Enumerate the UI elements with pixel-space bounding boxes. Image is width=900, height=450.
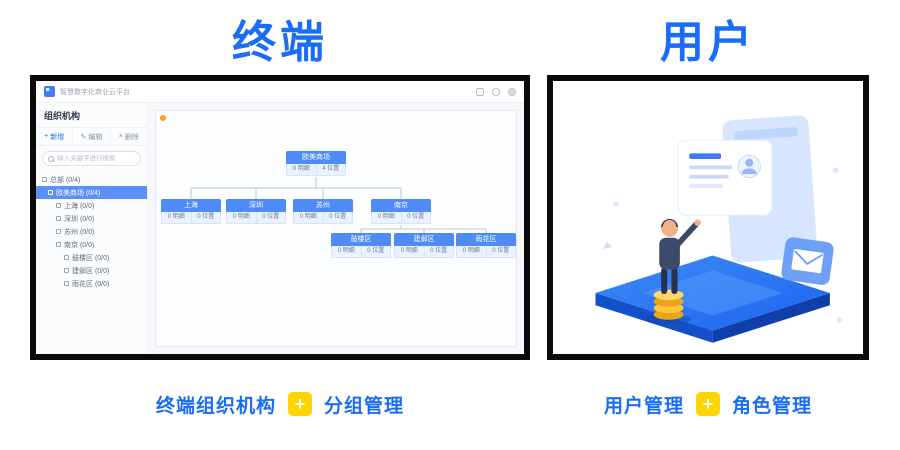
notification-icon[interactable]: [492, 87, 500, 96]
profile-card-title-bar: [689, 152, 722, 159]
app-topbar: 智慧数字化商业云平台: [36, 81, 524, 103]
decor-dot: [836, 316, 843, 323]
org-icon: [42, 177, 47, 182]
tree-item[interactable]: 总部 (0/4): [36, 173, 147, 186]
org-tree: 总部 (0/4) 欧美商场 (0/4) 上海 (0/0) 深圳 (0/0) 苏州…: [36, 171, 147, 292]
left-caption-a: 终端组织机构: [155, 395, 276, 417]
tree-item[interactable]: 深圳 (0/0): [36, 212, 147, 225]
decor-dot: [832, 166, 839, 173]
app-logo-icon: [44, 86, 55, 97]
decor-dot: [613, 200, 619, 207]
org-sidebar: 组织机构 + 新增 ✎ 编辑 × 删除: [36, 103, 148, 354]
tree-item[interactable]: 苏州 (0/0): [36, 225, 147, 238]
tree-search: [42, 151, 141, 166]
sidebar-toolbar: + 新增 ✎ 编辑 × 删除: [36, 128, 147, 146]
org-icon: [64, 268, 69, 273]
edit-icon: ✎: [80, 133, 87, 141]
app-title: 智慧数字化商业云平台: [60, 88, 130, 96]
right-caption: 用户管理 + 角色管理: [547, 388, 869, 420]
left-caption-b: 分组管理: [324, 395, 405, 417]
search-input[interactable]: [57, 155, 135, 162]
search-icon: [48, 155, 54, 162]
tree-item[interactable]: 南京 (0/0): [36, 238, 147, 251]
person-figure: [659, 218, 701, 294]
decor-triangle: [603, 240, 613, 249]
canvas-marker-icon: [160, 115, 166, 121]
user-avatar-icon[interactable]: [508, 87, 516, 96]
right-caption-a: 用户管理: [603, 395, 684, 417]
org-icon: [64, 281, 69, 286]
org-icon: [48, 190, 53, 195]
add-button[interactable]: + 新增: [36, 128, 74, 145]
add-icon: +: [44, 133, 49, 140]
org-icon: [56, 203, 61, 208]
org-chart-connectors: [190, 177, 487, 233]
tree-item[interactable]: 鼓楼区 (0/0): [36, 251, 147, 264]
fullscreen-icon[interactable]: [476, 87, 484, 96]
left-section-title: 终端: [232, 18, 328, 67]
tree-item[interactable]: 建邺区 (0/0): [36, 264, 147, 277]
platform-top: [595, 255, 830, 330]
org-icon: [56, 216, 61, 221]
tree-item-selected[interactable]: 欧美商场 (0/4): [36, 186, 147, 199]
user-management-illustration: [595, 114, 843, 343]
right-caption-b: 角色管理: [732, 395, 813, 417]
left-caption: 终端组织机构 + 分组管理: [30, 388, 530, 420]
delete-button[interactable]: × 删除: [118, 133, 139, 141]
terminal-app-screenshot: 智慧数字化商业云平台 组织机构 + 新增: [30, 75, 530, 360]
org-icon: [64, 255, 69, 260]
org-icon: [56, 229, 61, 234]
delete-icon: ×: [118, 133, 123, 140]
tree-item[interactable]: 雨花区 (0/0): [36, 277, 147, 290]
terminal-app-window: 智慧数字化商业云平台 组织机构 + 新增: [36, 81, 524, 354]
plus-icon: +: [288, 392, 312, 416]
user-illustration-panel: [547, 75, 869, 360]
tree-item[interactable]: 上海 (0/0): [36, 199, 147, 212]
right-section-title: 用户: [660, 18, 756, 67]
plus-icon: +: [696, 392, 720, 416]
org-icon: [56, 242, 61, 247]
platform-left-side: [595, 292, 713, 343]
platform-right-side: [712, 292, 830, 343]
edit-button[interactable]: ✎ 编辑: [73, 128, 111, 145]
coin-stack: [653, 289, 684, 320]
sidebar-header: 组织机构: [36, 103, 147, 128]
